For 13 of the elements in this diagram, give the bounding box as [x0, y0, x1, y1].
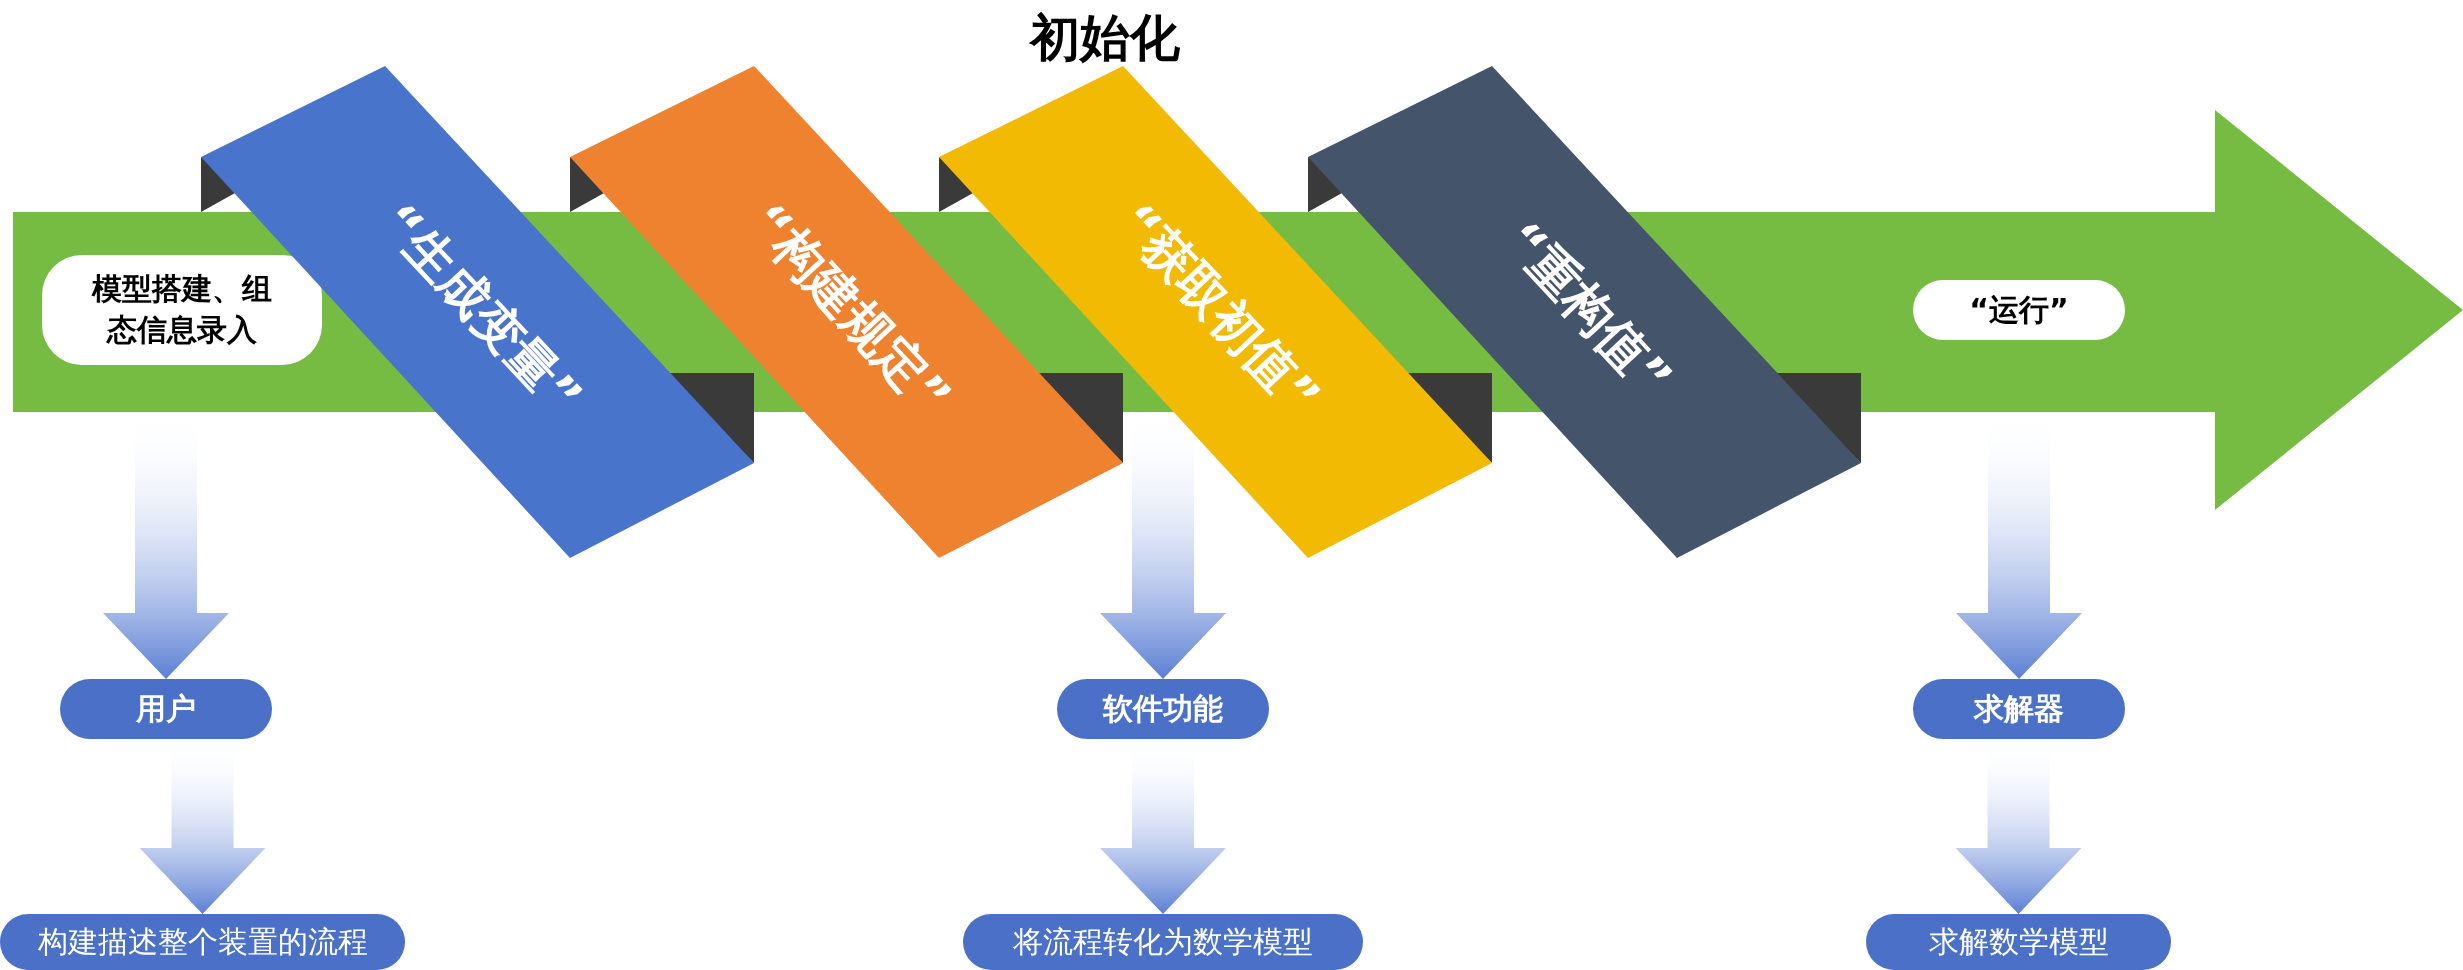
- step-label: “获取初值”: [1106, 191, 1333, 429]
- role-label: 用户: [60, 679, 272, 739]
- role-label: 求解器: [1913, 679, 2125, 739]
- stage-label: 模型搭建、组态信息录入: [42, 255, 322, 365]
- role-label: 求解数学模型: [1866, 914, 2171, 970]
- role-label: 构建描述整个装置的流程: [0, 914, 405, 970]
- step-label: “生成变量”: [368, 191, 595, 429]
- step-label: “重构值”: [1492, 209, 1685, 410]
- role-label: 软件功能: [1057, 679, 1269, 739]
- step-label: “构建规定”: [737, 191, 964, 429]
- role-label: 将流程转化为数学模型: [963, 914, 1363, 970]
- title: 初始化: [1028, 8, 1181, 69]
- stage-label: “运行”: [1913, 280, 2125, 340]
